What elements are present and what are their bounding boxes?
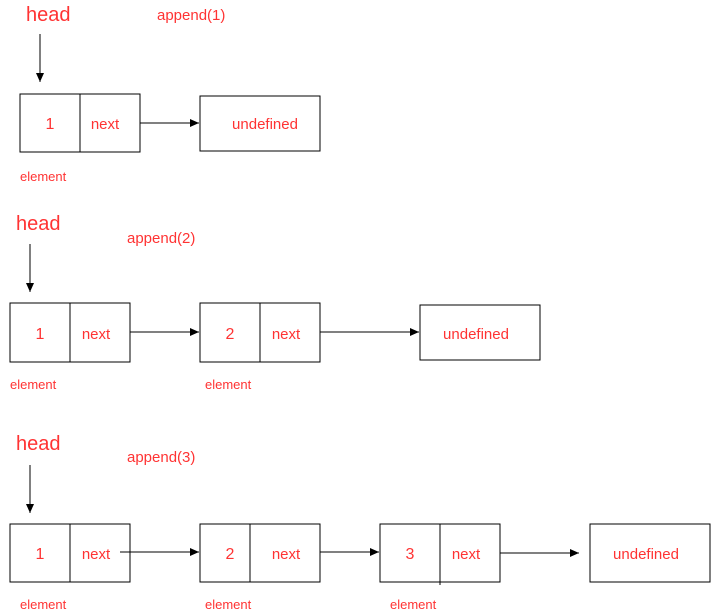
node-box xyxy=(199,523,321,583)
list-node-2: 2 next element xyxy=(199,523,321,612)
list-node-1: 1 next element xyxy=(19,93,141,184)
operation-label: append(1) xyxy=(157,7,225,24)
node-next-label: next xyxy=(272,546,301,563)
undefined-box xyxy=(199,95,321,152)
head-label: head xyxy=(16,433,61,455)
undefined-box xyxy=(589,523,711,583)
operation-label: append(3) xyxy=(127,449,195,466)
undefined-label: undefined xyxy=(613,546,679,563)
undefined-node: undefined xyxy=(589,523,711,583)
undefined-label: undefined xyxy=(443,326,509,343)
node-next-label: next xyxy=(452,546,481,563)
node-value: 1 xyxy=(46,116,55,133)
undefined-box xyxy=(419,304,541,361)
list-node-1: 1 next element xyxy=(9,523,131,612)
node-value: 2 xyxy=(226,326,235,343)
node-next-label: next xyxy=(91,116,120,133)
element-label: element xyxy=(205,377,252,392)
element-label: element xyxy=(205,597,252,612)
node-next-label: next xyxy=(82,326,111,343)
step-append-2: head append(2) 1 next element 2 next ele… xyxy=(9,213,541,392)
list-node-1: 1 next element xyxy=(9,302,131,392)
head-label: head xyxy=(16,213,61,235)
node-value: 1 xyxy=(36,326,45,343)
step-append-1: head append(1) 1 next element undefined xyxy=(19,4,321,184)
node-value: 2 xyxy=(226,546,235,563)
node-next-label: next xyxy=(272,326,301,343)
step-append-3: head append(3) 1 next element 2 next ele… xyxy=(9,433,711,612)
element-label: element xyxy=(10,377,57,392)
undefined-node: undefined xyxy=(199,95,321,152)
node-value: 3 xyxy=(406,546,415,563)
element-label: element xyxy=(20,169,67,184)
node-next-label: next xyxy=(82,546,111,563)
node-value: 1 xyxy=(36,546,45,563)
element-label: element xyxy=(390,597,437,612)
list-node-2: 2 next element xyxy=(199,302,321,392)
head-label: head xyxy=(26,4,71,26)
undefined-label: undefined xyxy=(232,116,298,133)
element-label: element xyxy=(20,597,67,612)
operation-label: append(2) xyxy=(127,230,195,247)
undefined-node: undefined xyxy=(419,304,541,361)
list-node-3: 3 next element xyxy=(379,523,501,612)
